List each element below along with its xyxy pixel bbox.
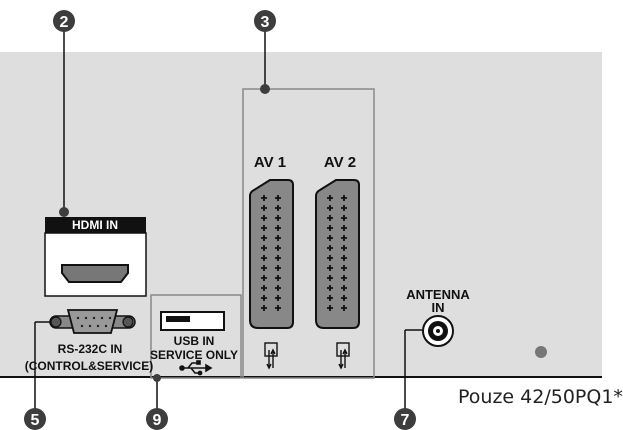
callout-number-9: 9 (153, 412, 162, 429)
usb-label-line2: SERVICE ONLY (150, 348, 238, 362)
rs232-screw-right (122, 316, 134, 328)
hdmi-label-bar (45, 217, 146, 233)
av1-scart-port (249, 179, 294, 329)
rs232-port-icon (66, 309, 119, 334)
callout-number-7: 7 (401, 412, 410, 429)
rs232-pins (76, 316, 112, 328)
callout-3-dot (260, 84, 270, 94)
callout-number-3: 3 (261, 14, 270, 31)
antenna-label-line2: IN (432, 300, 445, 315)
usb-symbol-icon (179, 360, 213, 376)
callout-9-dot (153, 374, 161, 382)
callout-2-dot (59, 207, 69, 217)
callout-badge-7 (394, 408, 416, 430)
callout-badge-2 (53, 10, 75, 32)
model-applicability-note: Pouze 42/50PQ1* (452, 382, 623, 412)
callout-number-2: 2 (60, 14, 69, 31)
callout-number-5: 5 (31, 412, 40, 429)
rs232-label-line1: RS-232C IN (58, 342, 123, 356)
av-group-frame (242, 88, 375, 379)
callout-badge-3 (254, 10, 276, 32)
connection-panel-diagram: 2 3 5 9 7 HDMI IN RS-232C IN (CONTROL&SE… (0, 10, 602, 430)
rs232-label-line2: (CONTROL&SERVICE) (25, 359, 153, 373)
rs232-screw-left (50, 316, 62, 328)
callout-badge-5 (24, 408, 46, 430)
antenna-label-line1: ANTENNA (406, 287, 470, 302)
hdmi-port-icon (61, 264, 129, 283)
usb-port-inner (166, 316, 190, 322)
callout-badge-9 (146, 408, 168, 430)
usb-label-line1: USB IN (174, 334, 215, 348)
av2-scart-port (315, 179, 360, 329)
av2-label: AV 2 (324, 154, 356, 171)
usb-group-frame (150, 294, 242, 379)
hdmi-label: HDMI IN (72, 218, 118, 232)
antenna-port-icon (422, 315, 454, 347)
av1-io-icon (264, 342, 278, 370)
av2-io-icon (336, 342, 350, 370)
av1-label: AV 1 (254, 154, 286, 171)
screw-hole-dot (535, 346, 547, 358)
